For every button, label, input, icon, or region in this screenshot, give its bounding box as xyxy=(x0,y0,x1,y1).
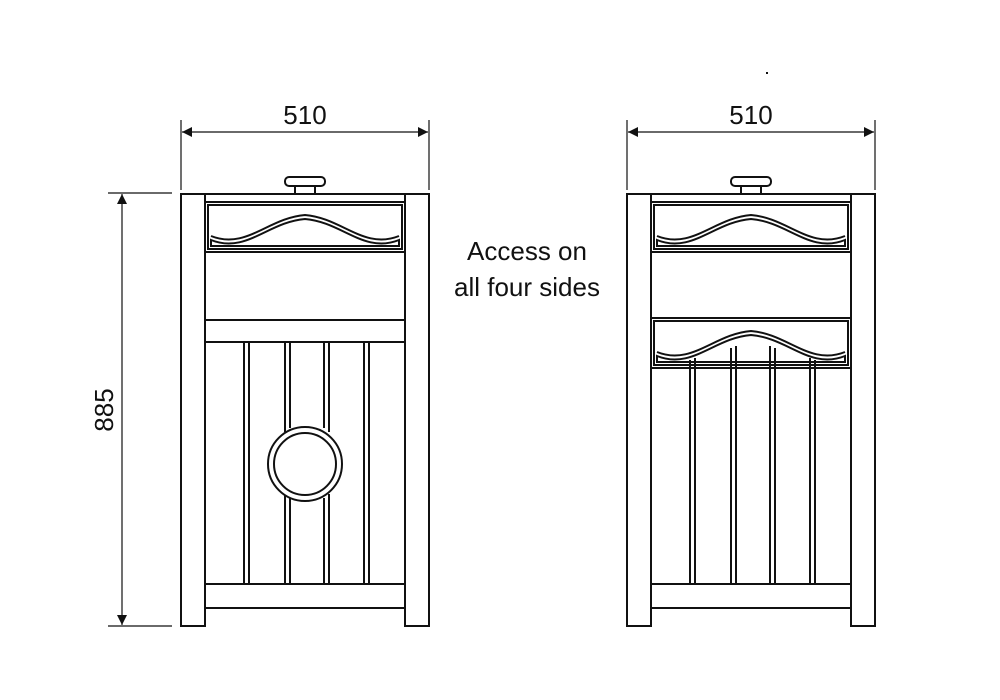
access-note-line2: all four sides xyxy=(454,272,600,302)
side-left-post xyxy=(626,193,652,627)
lid xyxy=(181,193,429,203)
vertical-slats xyxy=(243,342,370,584)
side-view-bin: 510 xyxy=(626,100,876,627)
side-right-post xyxy=(850,193,876,627)
speck-mark xyxy=(766,72,768,74)
side-lid-handle xyxy=(730,176,772,196)
front-view-bin: 510 885 xyxy=(89,100,430,627)
waste-aperture xyxy=(267,426,343,502)
access-note: Access on all four sides xyxy=(454,236,600,302)
side-bottom-rail xyxy=(650,583,852,609)
door-slats xyxy=(689,346,816,584)
middle-rail xyxy=(204,319,406,343)
lid-handle xyxy=(284,176,326,196)
height-dimension: 885 xyxy=(89,192,172,627)
side-width-label: 510 xyxy=(729,100,772,130)
side-width-dimension: 510 xyxy=(626,100,876,190)
front-width-label: 510 xyxy=(283,100,326,130)
door-wave-panel xyxy=(650,317,852,369)
right-post xyxy=(404,193,430,627)
left-post xyxy=(180,193,206,627)
access-note-line1: Access on xyxy=(467,236,587,266)
top-wave-panel xyxy=(204,201,406,253)
side-top-wave-panel xyxy=(650,201,852,253)
front-width-dimension: 510 xyxy=(180,100,430,190)
bottom-rail xyxy=(204,583,406,609)
side-lid xyxy=(627,193,875,203)
height-label: 885 xyxy=(89,388,119,431)
